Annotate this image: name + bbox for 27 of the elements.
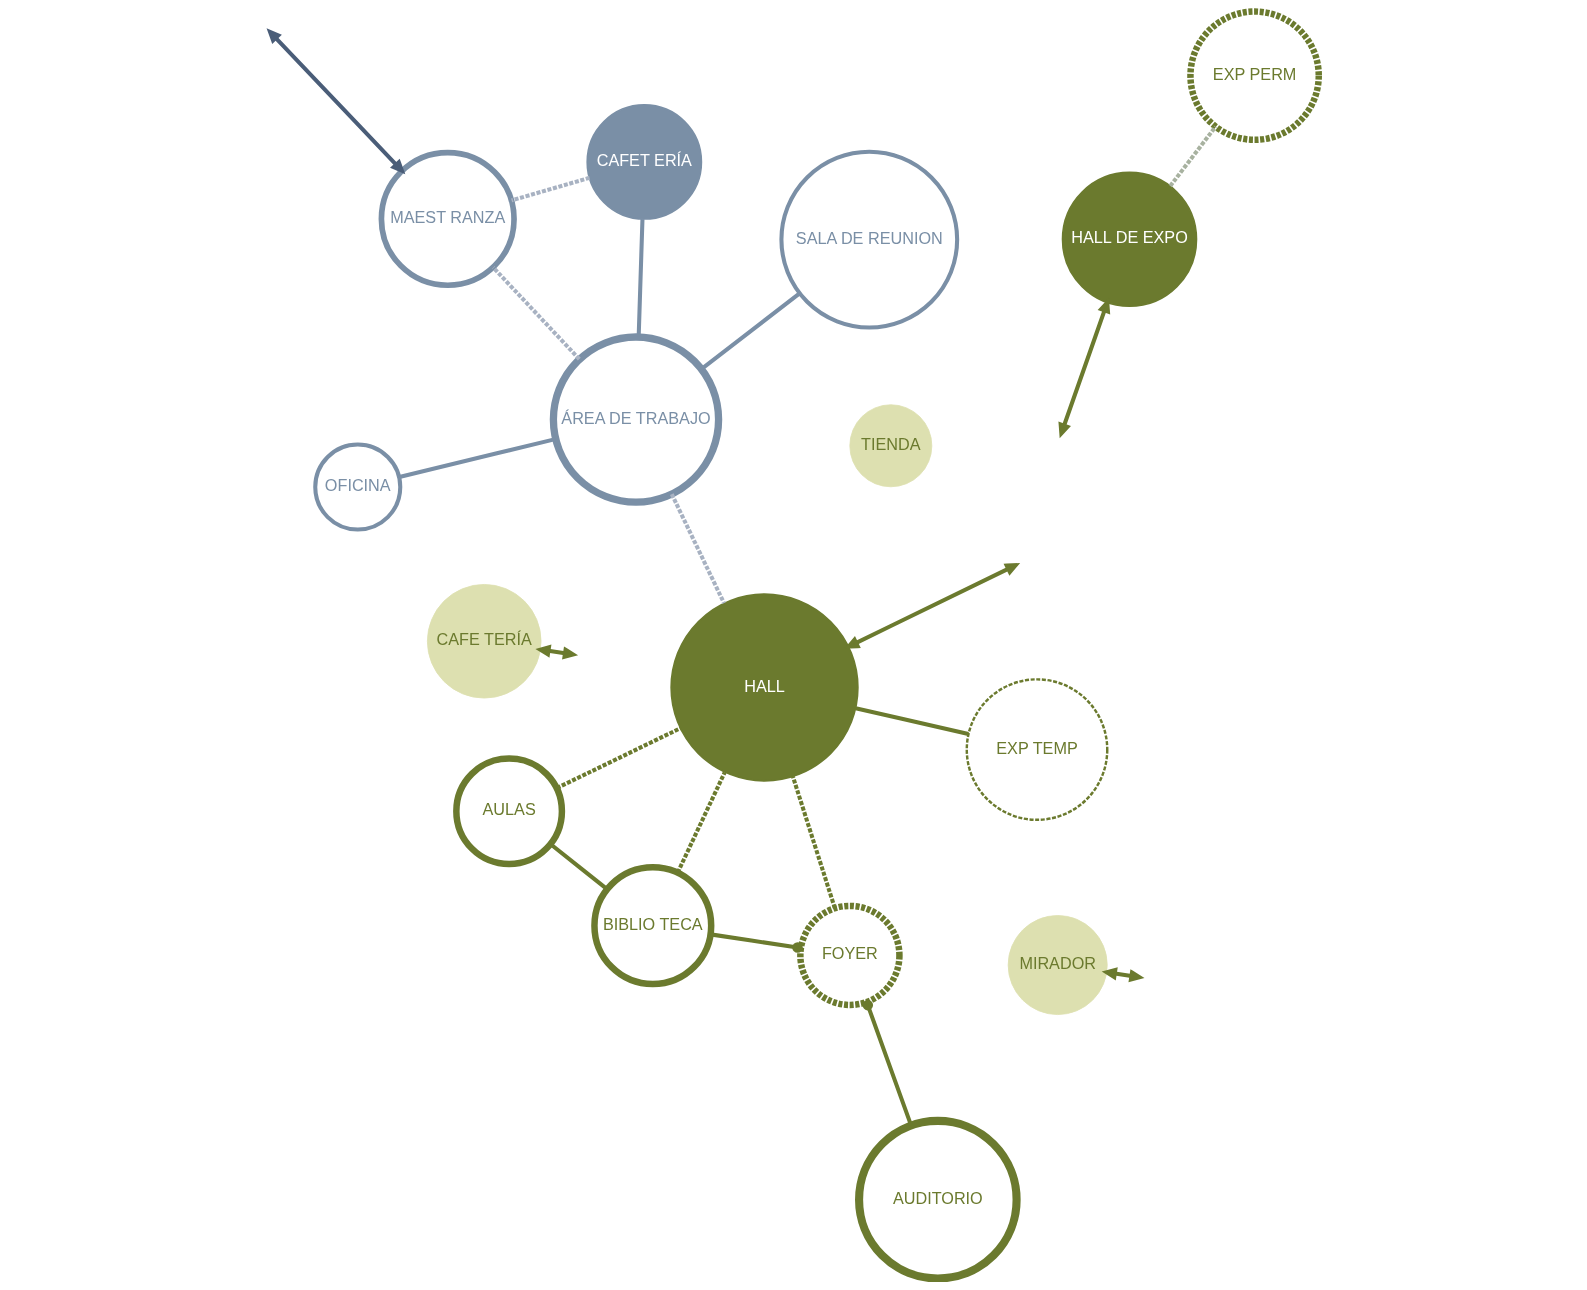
node-circle: EXP TEMP: [965, 678, 1108, 822]
node-circle: CAFET ERÍA: [585, 104, 702, 220]
connector: [1168, 125, 1217, 188]
node-circle: AUDITORIO: [854, 1116, 1021, 1282]
node-circle: OFICINA: [312, 442, 402, 532]
arrow: [266, 28, 405, 175]
connector: [675, 771, 727, 874]
connector: [790, 775, 837, 909]
connector: [669, 493, 726, 605]
arrow: [534, 644, 578, 660]
connector: [491, 266, 581, 361]
arrow: [1101, 967, 1144, 983]
connector: [548, 842, 608, 891]
node-circle: EXP PERM: [1186, 8, 1322, 144]
node-circle: ÁREA DE TRABAJO: [549, 333, 722, 506]
node-circle: TIENDA: [848, 404, 932, 488]
node-circle: MAEST RANZA: [378, 149, 517, 289]
connector: [636, 219, 644, 337]
connector: [854, 706, 969, 736]
connector: [510, 175, 590, 203]
connector: [398, 437, 556, 479]
node-circle: SALA DE REUNION: [778, 149, 959, 330]
node-circle: AULAS: [452, 755, 565, 868]
node-circle: HALL DE EXPO: [1061, 171, 1197, 308]
node-circle: CAFE TERÍA: [426, 584, 541, 699]
node-circle: BIBLIO TECA: [590, 864, 714, 988]
node-circle: MIRADOR: [1007, 915, 1108, 1015]
